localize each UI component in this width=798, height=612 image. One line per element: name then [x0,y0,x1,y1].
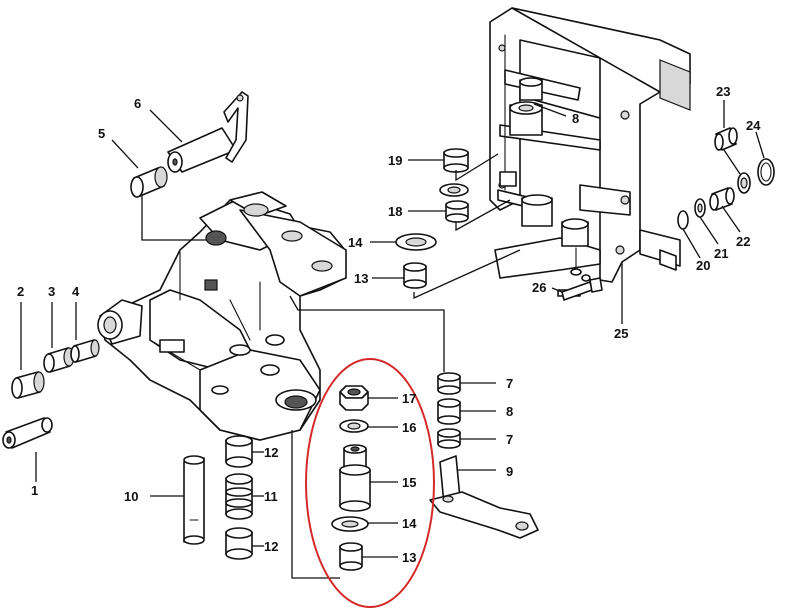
seal-4 [70,339,100,363]
washer-14-kit [331,516,369,532]
callout-12-top: 12 [264,445,278,460]
callout-23: 23 [716,84,730,99]
seal-23 [714,127,738,151]
callout-12-bottom: 12 [264,539,278,554]
callout-16: 16 [402,420,416,435]
callout-18: 18 [388,204,402,219]
callout-11: 11 [264,489,278,504]
callout-10: 10 [124,489,138,504]
washer-16 [339,419,369,433]
callout-1: 1 [31,483,38,498]
callout-7-top: 7 [506,376,513,391]
washer-19b [439,183,469,197]
callout-5: 5 [98,126,105,141]
bolt-26 [561,277,603,301]
nut-17 [339,385,369,411]
highlight-ellipse [305,358,435,608]
bushing-12-bottom [225,527,253,560]
swing-frame [97,191,347,441]
bushing-13 [403,262,427,289]
bushing-12-top [225,435,253,468]
callout-21: 21 [714,246,728,261]
bushing-18 [445,200,469,223]
main-frame [489,7,691,297]
bushing-7-top [437,372,461,395]
callout-7-bottom: 7 [506,432,513,447]
bushing-2 [11,371,45,399]
bushing-8 [437,398,461,425]
callout-24: 24 [746,118,761,133]
pin-15 [339,444,371,512]
callout-25: 25 [614,326,628,341]
pin-10 [183,455,205,545]
ring-23b [737,172,751,194]
bushing-7-bottom [437,428,461,449]
callout-3: 3 [48,284,55,299]
callout-13-upper: 13 [354,271,368,286]
callout-labels: 1 2 3 4 5 6 7 7 8 8 9 10 11 12 12 13 13 … [17,84,761,565]
callout-22: 22 [736,234,750,249]
oring-20 [677,210,689,230]
bushing-5 [130,166,168,198]
leader-lines [20,100,765,579]
callout-20: 20 [696,258,710,273]
callout-9: 9 [506,464,513,479]
callout-2: 2 [17,284,24,299]
bushing-3 [43,347,75,373]
callout-14-kit: 14 [402,516,417,531]
callout-13-kit: 13 [402,550,416,565]
snap-ring-24 [757,158,775,186]
bushing-22 [709,187,735,211]
bushing-11 [225,473,253,520]
callout-4: 4 [72,284,80,299]
callout-6: 6 [134,96,141,111]
callout-8-right: 8 [506,404,513,419]
callout-19: 19 [388,153,402,168]
bracket-9 [429,455,539,539]
bushing-13-kit [339,542,363,571]
callout-26: 26 [532,280,546,295]
callout-15: 15 [402,475,416,490]
bushing-19 [443,148,469,173]
seal-21 [694,198,706,218]
callout-14-upper: 14 [348,235,363,250]
pin-1 [2,417,53,449]
washer-14 [395,233,437,251]
callout-17: 17 [402,391,416,406]
pin-6 [167,91,249,173]
callout-8-top: 8 [572,111,579,126]
